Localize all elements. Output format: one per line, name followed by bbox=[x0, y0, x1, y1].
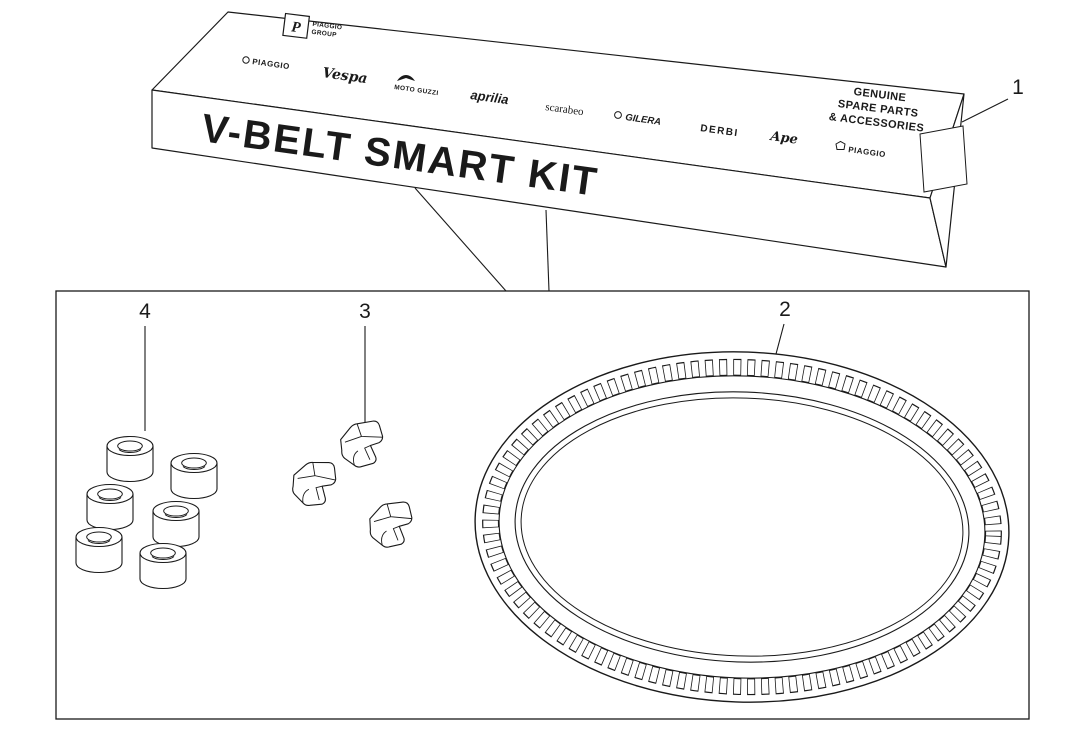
v-belt bbox=[474, 351, 1010, 703]
callout-3-label: 3 bbox=[359, 300, 371, 323]
brand-logo-gilera: GILERA bbox=[625, 112, 662, 128]
brand-logo-vespa: Vespa bbox=[321, 65, 368, 87]
brand-logo-scarabeo: scarabeo bbox=[545, 101, 585, 118]
brand-logo-derbi: DERBI bbox=[700, 123, 740, 139]
projection-line-right bbox=[545, 209, 550, 292]
gilera-crest-icon bbox=[614, 111, 622, 119]
logo-name-line-2: GROUP bbox=[311, 29, 337, 39]
logo-frame bbox=[282, 12, 311, 39]
callout-1-line bbox=[961, 98, 1009, 123]
moto-guzzi-eagle-icon bbox=[397, 75, 415, 81]
belt-teeth-hollow bbox=[483, 360, 1001, 694]
roller bbox=[152, 500, 200, 548]
box-end-flap bbox=[919, 125, 968, 193]
roller bbox=[139, 542, 187, 590]
callout-2-line bbox=[775, 323, 785, 355]
callout-2-label: 2 bbox=[779, 298, 791, 321]
piaggio-crest-icon bbox=[242, 56, 250, 64]
kit-box: P PIAGGIO GROUP PIAGGIO Vespa MOTO GUZZI… bbox=[151, 11, 968, 268]
roller bbox=[75, 526, 123, 574]
logo-name-line-1: PIAGGIO bbox=[312, 21, 343, 32]
piaggio-group-logo: P PIAGGIO GROUP bbox=[282, 12, 343, 39]
belt-inner-band-edge bbox=[514, 391, 970, 663]
roller bbox=[86, 483, 134, 531]
belt-tooth-root-edge bbox=[498, 375, 986, 679]
callout-1-label: 1 bbox=[1012, 76, 1024, 99]
brand-logo-aprilia: aprilia bbox=[470, 87, 510, 107]
roller bbox=[170, 452, 218, 500]
logo-initial: P bbox=[290, 19, 302, 36]
brand-logo-ape: Ape bbox=[767, 129, 798, 148]
projection-line-left bbox=[414, 187, 507, 292]
callout-4-label: 4 bbox=[139, 300, 151, 323]
piaggio-commercial-crest-icon bbox=[835, 140, 846, 150]
belt-inner-edge bbox=[520, 397, 964, 657]
roller bbox=[106, 435, 154, 483]
